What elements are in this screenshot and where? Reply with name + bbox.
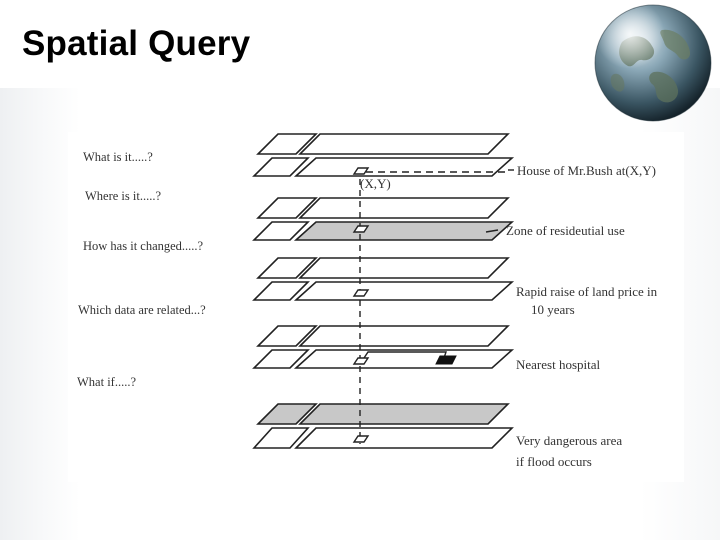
leader-line-2 [485,229,499,233]
question-how-changed: How has it changed.....? [83,239,204,253]
answer-danger-line-1: Very dangerous area [516,433,622,448]
answer-danger-line-2: if flood occurs [516,454,592,469]
location-marker-1 [352,167,370,175]
location-marker-4 [352,357,370,365]
hospital-marker [435,355,457,365]
question-where-is-it: Where is it.....? [85,189,161,203]
spatial-query-figure: (X,Y) What is it.....? Where is it.....?… [68,132,684,482]
coordinate-label: (X,Y) [360,176,391,191]
answer-hospital: Nearest hospital [516,357,601,372]
location-marker-3 [352,289,370,297]
answer-residential-zone: Zone of resideutial use [506,223,625,238]
slide-title: Spatial Query [22,24,251,63]
answer-land-price-line-1: Rapid raise of land price in [516,284,658,299]
map-layer-1 [252,133,515,177]
answer-land-price-line-2: 10 years [531,302,575,317]
map-layer-5 [252,403,514,449]
location-markers [352,167,370,443]
layer-diagram: (X,Y) What is it.....? Where is it.....?… [77,133,658,469]
question-what-if: What if.....? [77,375,136,389]
location-marker-5 [352,435,370,443]
answer-house: House of Mr.Bush at(X,Y) [517,163,656,178]
map-layer-4 [252,325,515,369]
globe-icon [594,4,712,122]
map-layer-2 [252,197,515,241]
map-layer-3 [252,257,515,301]
question-related-data: Which data are related...? [78,303,206,317]
location-marker-2 [352,225,370,233]
question-what-is-it: What is it.....? [83,150,153,164]
